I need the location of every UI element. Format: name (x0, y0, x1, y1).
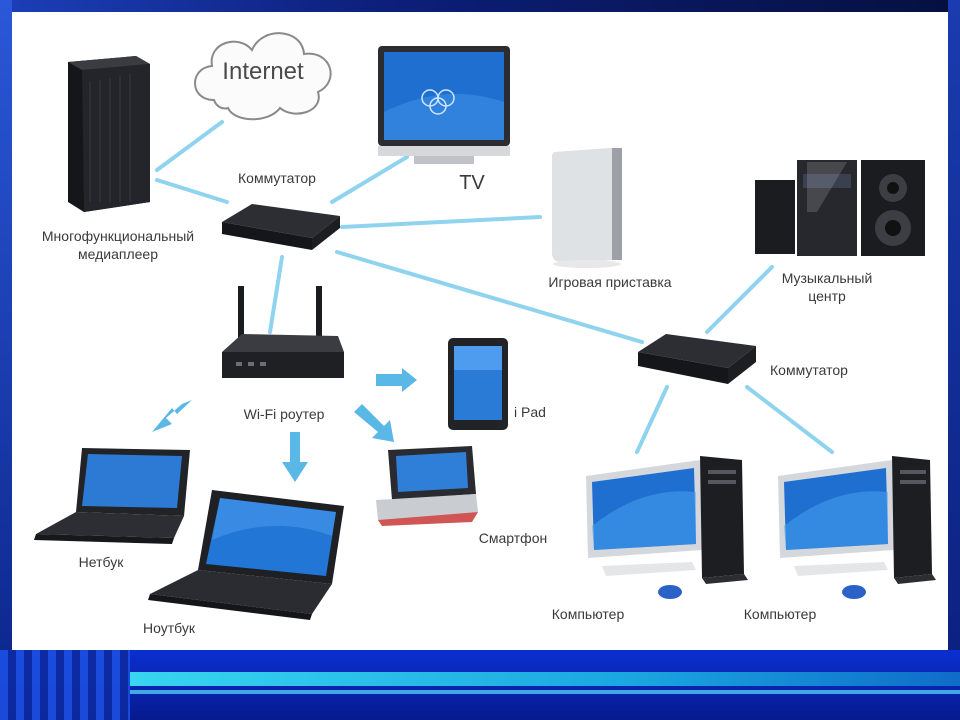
slide-frame-top (0, 0, 960, 12)
link-switch-switch (335, 250, 644, 344)
wifi-router-icon (222, 286, 344, 378)
tv-icon (378, 46, 510, 164)
slide-frame-bottom (0, 650, 960, 720)
media-player-label-line2: медиаплеер (78, 246, 158, 262)
music-center-label-line1: Музыкальный (781, 270, 873, 286)
internet-cloud-icon (194, 32, 332, 121)
music-center-icon (755, 160, 925, 256)
slide-frame-left (0, 0, 12, 720)
link-switch-router (268, 255, 284, 334)
computer-1-icon (586, 456, 748, 599)
music-center-label-line2: центр (808, 288, 846, 304)
wifi-arrows (152, 368, 417, 482)
tv-label: TV (459, 172, 485, 194)
switch-top-label: Коммутатор (238, 170, 316, 186)
smartphone-icon (376, 446, 478, 526)
wifi-arrow-smartphone (354, 404, 394, 442)
media-player-icon (68, 56, 150, 212)
network-diagram: Internet Многофункциональный медиаплеер … (12, 12, 948, 650)
game-console-label: Игровая приставка (548, 274, 672, 290)
router-label: Wi-Fi роутер (243, 406, 325, 422)
link-internet-switch (155, 120, 224, 172)
link-switch-computer1 (635, 385, 669, 454)
link-tv-switch (330, 155, 409, 204)
wifi-arrow-laptop (282, 432, 308, 482)
game-console-icon (552, 148, 622, 268)
smartphone-label: Смартфон (478, 530, 548, 546)
link-media-switch (155, 178, 229, 204)
bottom-left-pattern (0, 650, 130, 720)
ipad-label: i Pad (514, 404, 546, 420)
link-switch-computer2 (745, 385, 834, 454)
link-music-switch (705, 265, 774, 334)
switch-right-icon (638, 334, 756, 384)
computer-1-label: Компьютер (551, 606, 625, 622)
slide-frame-right (948, 0, 960, 720)
laptop-icon (148, 490, 344, 620)
wifi-arrow-netbook (152, 400, 192, 432)
computer-2-icon (778, 456, 936, 599)
connection-lines (152, 120, 834, 482)
link-console-switch (340, 215, 542, 229)
wifi-arrow-ipad (376, 368, 417, 392)
netbook-label: Нетбук (78, 554, 124, 570)
switch-right-label: Коммутатор (770, 362, 848, 378)
netbook-icon (34, 448, 190, 544)
bottom-stripe-thin (130, 690, 960, 694)
computer-2-label: Компьютер (743, 606, 817, 622)
media-player-label-line1: Многофункциональный (41, 228, 195, 244)
laptop-label: Ноутбук (143, 620, 195, 636)
switch-top-icon (222, 204, 340, 250)
bottom-stripe (130, 672, 960, 686)
internet-label: Internet (222, 58, 304, 85)
ipad-icon (448, 338, 508, 430)
